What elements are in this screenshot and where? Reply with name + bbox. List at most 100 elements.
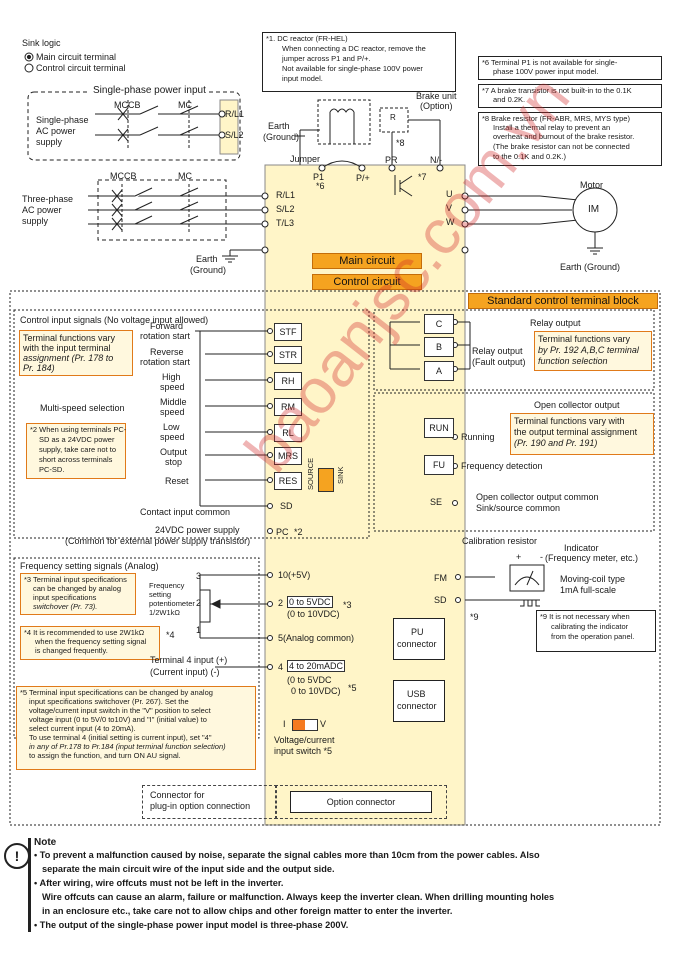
contact-common-label: Contact input common <box>140 507 231 517</box>
pwr24-label: 24VDC power supply <box>155 525 240 535</box>
oc-common-1: Open collector output common <box>476 492 599 502</box>
terminal-2: 2 <box>278 598 284 608</box>
legend-control: Control circuit terminal <box>36 63 126 73</box>
pot-pin-2: 2 <box>196 598 202 608</box>
oc-title: Open collector output <box>534 400 620 410</box>
single-phase-title: Single-phase power input <box>90 86 209 96</box>
freq-title: Frequency setting signals (Analog) <box>20 561 159 571</box>
im-label: IM <box>588 204 600 215</box>
note-2-box: *2 When using terminals PC- SD as a 24VD… <box>26 423 126 479</box>
sp-mccb: MCCB <box>114 100 141 110</box>
plug-label-2: plug-in option connection <box>150 801 251 811</box>
tp-src1: Three-phase <box>22 194 74 204</box>
terminal-fu: FU <box>424 455 454 475</box>
indicator-label-1: Indicator <box>564 543 599 553</box>
option-connector-outline <box>275 785 447 819</box>
a2-note: *3 <box>343 600 352 610</box>
legend-main: Main circuit terminal <box>36 52 117 62</box>
minus-label: - <box>540 552 543 562</box>
note-line-4: Wire offcuts can cause an alarm, failure… <box>42 892 555 902</box>
vc-switch[interactable] <box>292 719 318 731</box>
relay-lbl-1: Relay output <box>472 346 523 356</box>
warning-icon: ! <box>4 843 30 869</box>
legend-title: Sink logic <box>22 38 61 48</box>
terminal-a: A <box>424 361 454 381</box>
terminal-run: RUN <box>424 418 454 438</box>
switch-v-label: V <box>320 719 327 729</box>
ground-label: (Ground) <box>263 132 300 142</box>
a2-range-2: (0 to 10VDC) <box>287 609 340 619</box>
terminal-rl: RL <box>274 424 302 442</box>
terminal-pc: PC <box>276 527 289 537</box>
note-3-box: *3 Terminal input specifications can be … <box>20 573 136 615</box>
p1-note: *6 <box>316 181 325 191</box>
tp-mc: MC <box>178 171 192 181</box>
func-vary-box: Terminal functions vary with the input t… <box>19 330 133 376</box>
switch-i-label: I <box>283 719 286 729</box>
a4-range-1: 4 to 20mADC <box>287 660 346 672</box>
a4-note: *5 <box>348 683 357 693</box>
note-7-box: *7 A brake transistor is not built-in to… <box>478 84 662 108</box>
r-label: R <box>390 113 396 122</box>
note-8-box: *8 Brake resistor (FR-ABR, MRS, MYS type… <box>478 112 662 166</box>
v-label: V <box>446 203 453 213</box>
terminal-rh: RH <box>274 372 302 390</box>
terminal-se: SE <box>430 497 443 507</box>
terminal-fm: FM <box>434 573 447 583</box>
note-1-box: *1. DC reactor (FR-HEL) When connecting … <box>262 32 456 92</box>
usb-connector[interactable]: USB connector <box>393 680 445 722</box>
option-connector[interactable]: Option connector <box>290 791 432 813</box>
note-bar <box>28 838 31 932</box>
ground2-label: (Ground) <box>190 265 227 275</box>
sp-r: R/L1 <box>225 109 245 119</box>
sink-source-switch[interactable] <box>318 468 334 492</box>
earth-label: Earth <box>268 121 290 131</box>
sp-src2: AC power <box>36 126 76 136</box>
control-terminal-symbol <box>24 63 34 73</box>
sink-label: SINK <box>336 466 345 484</box>
indicator-label-2: (Frequency meter, etc.) <box>545 553 639 563</box>
brake-label-2: (Option) <box>420 101 453 111</box>
jumper-label: Jumper <box>290 154 321 164</box>
note-line-1: • To prevent a malfunction caused by noi… <box>34 850 540 860</box>
plug-option-box <box>142 785 277 819</box>
vc-label-2: input switch *5 <box>274 746 333 756</box>
note-6-box: *6 Terminal P1 is not available for sing… <box>478 56 662 80</box>
note-line-5: in an enclosure etc., take care not to a… <box>42 906 453 916</box>
t4-plus: Terminal 4 input (+) <box>150 655 228 665</box>
earth2-label: Earth <box>196 254 218 264</box>
oc-func-box: Terminal functions vary with the output … <box>510 413 654 455</box>
vc-label-1: Voltage/current <box>274 735 335 745</box>
terminal-res: RES <box>274 472 302 490</box>
motor-label: Motor <box>580 180 604 190</box>
sl2-label: S/L2 <box>276 204 295 214</box>
pplus-label: P/+ <box>356 173 370 183</box>
note-line-6: • The output of the single-phase power i… <box>34 920 349 930</box>
w-label: W <box>446 217 455 227</box>
pot-pin-3: 3 <box>196 571 202 581</box>
earth-ground-right: Earth (Ground) <box>560 262 621 272</box>
n8-label: *8 <box>396 138 405 148</box>
t4-minus: (Current input) (-) <box>150 667 220 677</box>
p1-label: P1 <box>313 172 325 182</box>
terminal-mrs: MRS <box>274 447 302 465</box>
relay-func-box: Terminal functions vary by Pr. 192 A,B,C… <box>534 331 652 371</box>
pot-note: *4 <box>166 630 175 640</box>
note-4-box: *4 It is recommended to use 2W1kΩ when t… <box>20 626 160 660</box>
terminal-stf: STF <box>274 323 302 341</box>
rl1-label: R/L1 <box>276 190 296 200</box>
terminal-sd: SD <box>280 501 293 511</box>
tl3-label: T/L3 <box>276 218 295 228</box>
note-title: Note <box>34 837 57 848</box>
std-control-block-label: Standard control terminal block <box>468 293 658 309</box>
terminal-5: 5(Analog common) <box>278 633 355 643</box>
relay-title: Relay output <box>530 318 581 328</box>
pu-connector[interactable]: PU connector <box>393 618 445 660</box>
sp-mc: MC <box>178 100 192 110</box>
cal-label: Calibration resistor <box>462 536 538 546</box>
brake-label-1: Brake unit <box>416 91 457 101</box>
plus-label: + <box>516 552 522 562</box>
main-terminal-symbol <box>24 52 34 62</box>
terminal-4: 4 <box>278 662 284 672</box>
control-circuit-label: Control circuit <box>312 274 422 290</box>
